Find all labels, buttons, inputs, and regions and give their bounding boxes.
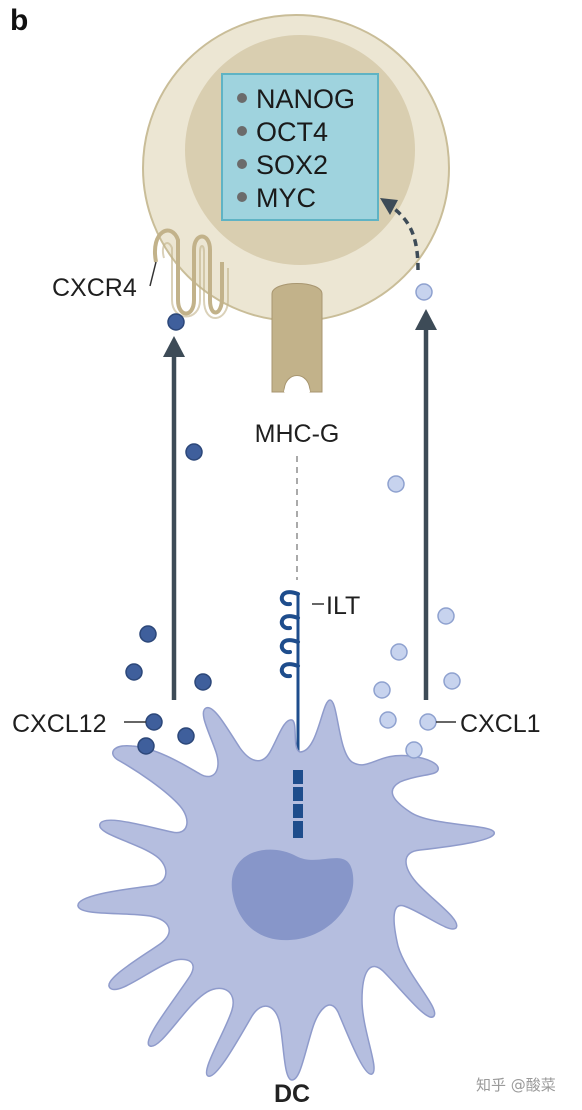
chemokine-dot [373, 681, 391, 699]
chemokine-dot [443, 672, 461, 690]
panel-label: b [10, 4, 28, 37]
chemokine-dot [419, 713, 437, 731]
cxcl12-arrowhead [163, 336, 185, 357]
chemokine-dot [185, 443, 203, 461]
chemokine-dot [390, 643, 408, 661]
cxcr4-coil [152, 228, 224, 316]
cxcl1-label: CXCL1 [460, 710, 541, 738]
ilt-intracellular-segments [293, 770, 303, 838]
chemokine-dot [137, 737, 155, 755]
cxcl1-chemokines [373, 283, 461, 759]
chemokine-dot [139, 625, 157, 643]
cxcl12-label: CXCL12 [12, 710, 107, 738]
signal-to-nucleus-arrow [380, 198, 420, 271]
chemokine-dot [177, 727, 195, 745]
chemokine-dot [405, 741, 423, 759]
gene-bullet [237, 159, 247, 169]
dc-nucleus [231, 849, 354, 941]
chemokine-dot [167, 313, 185, 331]
chemokine-dot [379, 711, 397, 729]
ilt-segment [293, 770, 303, 784]
ilt-segment [293, 821, 303, 838]
dashed-arrowhead [380, 198, 398, 215]
ilt-segment [293, 804, 303, 818]
dendritic-cell [77, 699, 495, 1081]
mhc-g-receptor [271, 283, 323, 393]
chemokine-dot [415, 283, 433, 301]
gene-box-frame [221, 73, 379, 221]
mhc-g-molecule [271, 283, 323, 393]
chemokine-dot [145, 713, 163, 731]
gene-name: MYC [256, 183, 316, 213]
gene-name: OCT4 [256, 117, 328, 147]
gene-bullet [237, 93, 247, 103]
cxcr4-label: CXCR4 [52, 274, 137, 302]
dc-label: DC [274, 1080, 310, 1108]
dashed-curve [390, 205, 420, 271]
watermark: 知乎 @酸菜 [476, 1076, 556, 1094]
gene-bullet [237, 192, 247, 202]
cxcl1-arrowhead [415, 309, 437, 330]
cxcr4-receptor [149, 228, 229, 319]
chemokine-dot [125, 663, 143, 681]
cxcl12-arrow [163, 336, 185, 700]
cxcl1-arrow [415, 309, 437, 700]
cxcl12-chemokines [125, 313, 212, 755]
ilt-segment [293, 787, 303, 801]
cxcr4-leader-line [149, 261, 157, 287]
chemokine-dot [194, 673, 212, 691]
chemokine-dot [437, 607, 455, 625]
gene-bullet [237, 126, 247, 136]
ilt-label: ILT [326, 592, 360, 620]
gene-name: NANOG [256, 84, 355, 114]
mhc-g-notch [284, 383, 310, 392]
ilt-ig-domains [279, 590, 300, 679]
gene-name: SOX2 [256, 150, 328, 180]
mhc-g-label: MHC-G [255, 420, 340, 448]
cxcr4-coil-inner [162, 242, 229, 319]
chemokine-dot [387, 475, 405, 493]
